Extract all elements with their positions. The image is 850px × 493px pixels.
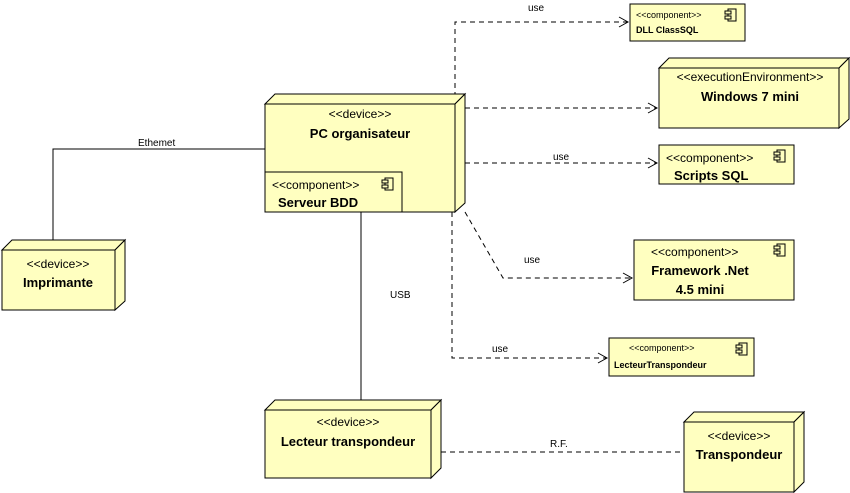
scripts-stereotype: <<component>>: [666, 151, 753, 165]
framework-name-line2: 4.5 mini: [676, 282, 724, 297]
connection-usb: USB: [360, 212, 411, 400]
use-lecteur-label: use: [492, 344, 509, 355]
dependency-dll: use: [454, 3, 630, 97]
dependency-windows: [465, 102, 659, 114]
transpondeur-name: Transpondeur: [696, 447, 783, 462]
lecteur-comp-stereotype: <<component>>: [629, 343, 695, 353]
component-framework-net[interactable]: <<component>> Framework .Net 4.5 mini: [633, 239, 795, 301]
component-icon: [381, 177, 394, 191]
dll-name: DLL ClassSQL: [636, 25, 699, 35]
framework-stereotype: <<component>>: [651, 245, 738, 259]
imprimante-stereotype: <<device>>: [27, 257, 90, 271]
imprimante-name: Imprimante: [23, 275, 93, 290]
component-icon: [773, 149, 786, 163]
node-windows-7-mini[interactable]: <<executionEnvironment>> Windows 7 mini: [657, 56, 850, 130]
component-icon: [735, 342, 748, 356]
windows-name: Windows 7 mini: [701, 89, 799, 104]
component-dll-classsql[interactable]: <<component>> DLL ClassSQL: [629, 3, 746, 42]
dependency-framework: use: [464, 211, 634, 284]
framework-name-line1: Framework .Net: [651, 263, 749, 278]
node-pc-organisateur[interactable]: <<device>> PC organisateur <<component>>…: [263, 92, 467, 214]
pc-stereotype: <<device>>: [329, 107, 392, 121]
lecteur-name: Lecteur transpondeur: [281, 434, 415, 449]
node-imprimante[interactable]: <<device>> Imprimante: [0, 238, 127, 312]
component-serveur-bdd[interactable]: <<component>> Serveur BDD: [264, 171, 403, 213]
component-lecteur-transpondeur[interactable]: <<component>> LecteurTranspondeur: [608, 337, 755, 377]
component-scripts-sql[interactable]: <<component>> Scripts SQL: [658, 144, 795, 185]
use-framework-label: use: [524, 255, 541, 266]
windows-stereotype: <<executionEnvironment>>: [677, 70, 824, 84]
dll-stereotype: <<component>>: [636, 10, 702, 20]
component-icon: [724, 8, 737, 22]
serveur-bdd-stereotype: <<component>>: [272, 178, 359, 192]
node-lecteur-transpondeur[interactable]: <<device>> Lecteur transpondeur: [263, 398, 443, 480]
pc-name: PC organisateur: [310, 126, 410, 141]
transpondeur-stereotype: <<device>>: [708, 429, 771, 443]
usb-label: USB: [390, 290, 411, 301]
lecteur-stereotype: <<device>>: [317, 415, 380, 429]
node-transpondeur[interactable]: <<device>> Transpondeur: [682, 410, 806, 493]
component-icon: [773, 243, 786, 257]
lecteur-comp-name: LecteurTranspondeur: [614, 360, 707, 370]
dependency-scripts: use: [465, 152, 659, 169]
use-dll-label: use: [528, 3, 545, 14]
use-scripts-label: use: [553, 152, 570, 163]
ethernet-label: Ethemet: [138, 138, 175, 149]
connection-rf: R.F.: [441, 439, 684, 453]
dependency-lecteur: use: [451, 212, 609, 364]
serveur-bdd-name: Serveur BDD: [278, 195, 358, 210]
scripts-name: Scripts SQL: [674, 168, 748, 183]
connection-ethernet: Ethemet: [52, 138, 265, 240]
rf-label: R.F.: [550, 439, 568, 450]
